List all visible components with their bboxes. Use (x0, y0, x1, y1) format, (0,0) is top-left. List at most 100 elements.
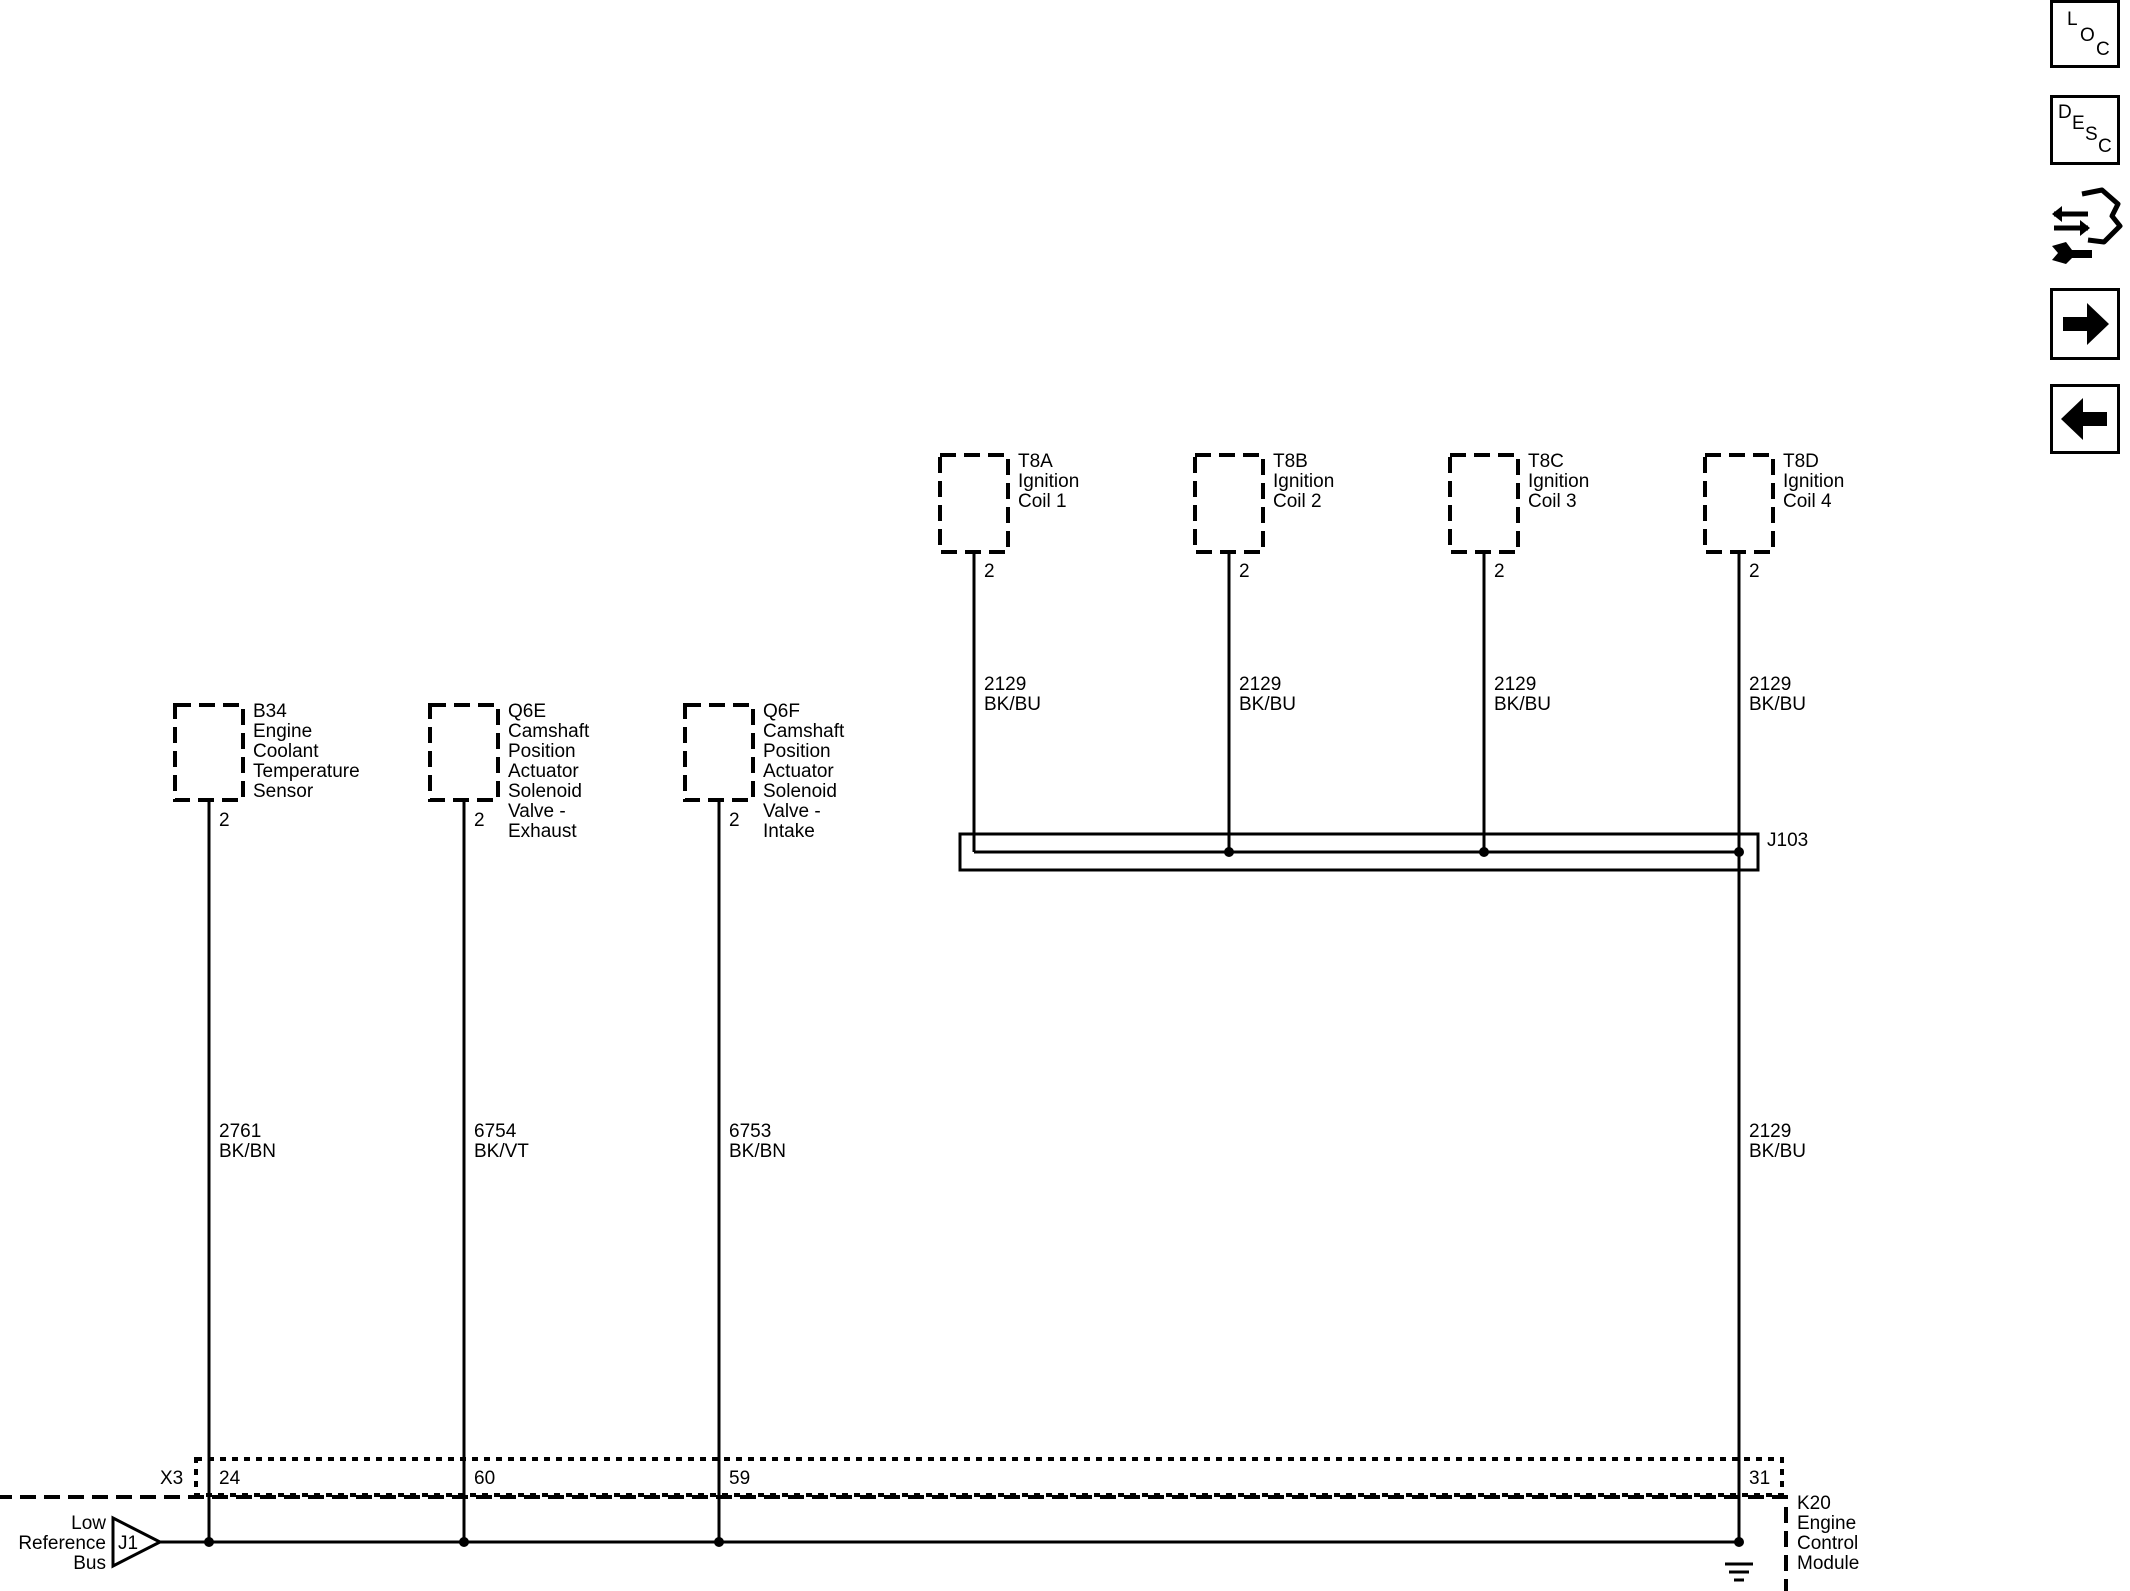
component-desc-line: Camshaft (508, 721, 590, 742)
splice-node (1734, 847, 1744, 857)
next-button[interactable] (2050, 288, 2120, 360)
ecm-desc-line: Control (1797, 1533, 1858, 1554)
coil-circuit: 2129 (1749, 674, 1791, 695)
component-ref: B34 (253, 701, 287, 722)
bus-ref: J1 (118, 1533, 138, 1554)
component-desc-line: Position (508, 741, 576, 762)
component-pin: 2 (729, 810, 740, 831)
svg-text:O: O (2080, 25, 2095, 46)
ecm-pin: 31 (1749, 1468, 1770, 1489)
coil-pin: 2 (1749, 561, 1760, 582)
loc-button[interactable]: L O C (2050, 0, 2120, 68)
main-wire-circuit: 2129 (1749, 1121, 1791, 1142)
desc-icon: D E S C (2058, 102, 2112, 157)
component-desc-line: Camshaft (763, 721, 845, 742)
ecm-k20[interactable]: K20 Engine Control Module (0, 1493, 1859, 1591)
loc-icon: L O C (2067, 9, 2110, 60)
svg-text:L: L (2067, 9, 2078, 30)
ecm-ref: K20 (1797, 1493, 1831, 1514)
component-desc-line: Valve - (763, 801, 821, 822)
component-desc-line: Temperature (253, 761, 360, 782)
component-desc-line: Sensor (253, 781, 314, 802)
component-ref: Q6F (763, 701, 800, 722)
coil-circuit: 2129 (1239, 674, 1281, 695)
component-wire-color: BK/BN (729, 1141, 786, 1162)
ecm-desc-line: Engine (1797, 1513, 1856, 1534)
component-wire-color: BK/VT (474, 1141, 529, 1162)
connector-ref: X3 (160, 1468, 183, 1489)
prev-button[interactable] (2050, 384, 2120, 454)
component-desc-line: Coolant (253, 741, 319, 762)
coil-t8b[interactable]: T8B Ignition Coil 2 2 2129 BK/BU (1193, 451, 1334, 715)
component-desc-line: Actuator (763, 761, 834, 782)
component-q6f[interactable]: Q6F Camshaft Position Actuator Solenoid … (683, 701, 845, 1489)
component-desc-line: Actuator (508, 761, 579, 782)
bus-label-line: Low (71, 1513, 106, 1534)
svg-text:C: C (2098, 136, 2112, 157)
connector-x3[interactable]: X3 31 (160, 1457, 1784, 1497)
connector-wrench-icon (2052, 187, 2123, 264)
coil-desc-line: Ignition (1528, 471, 1589, 492)
component-desc-line: Engine (253, 721, 312, 742)
bus-node (714, 1537, 724, 1547)
coil-pin: 2 (1239, 561, 1250, 582)
component-q6e[interactable]: Q6E Camshaft Position Actuator Solenoid … (428, 701, 590, 1489)
coil-desc-line: Coil 4 (1783, 491, 1832, 512)
coil-desc-line: Coil 1 (1018, 491, 1067, 512)
coil-ref: T8D (1783, 451, 1819, 472)
component-pin: 2 (219, 810, 230, 831)
arrow-left-icon (2061, 398, 2107, 440)
bus-label-line: Reference (18, 1533, 106, 1554)
coil-t8d[interactable]: T8D Ignition Coil 4 2 2129 BK/BU (1703, 451, 1844, 715)
coil-wire-color: BK/BU (984, 694, 1041, 715)
splice-j103[interactable]: J103 (958, 830, 1808, 872)
component-desc-line: Solenoid (763, 781, 837, 802)
coil-circuit: 2129 (984, 674, 1026, 695)
coil-t8a[interactable]: T8A Ignition Coil 1 2 2129 BK/BU (938, 451, 1079, 715)
coil-desc-line: Coil 2 (1273, 491, 1322, 512)
component-desc-line: Valve - (508, 801, 566, 822)
coil-desc-line: Ignition (1783, 471, 1844, 492)
coil-ref: T8C (1528, 451, 1564, 472)
coil-wire-color: BK/BU (1494, 694, 1551, 715)
component-b34[interactable]: B34 Engine Coolant Temperature Sensor 2 … (173, 701, 360, 1489)
svg-text:S: S (2085, 124, 2098, 145)
splice-node (1479, 847, 1489, 857)
coil-desc-line: Ignition (1018, 471, 1079, 492)
svg-text:C: C (2096, 39, 2110, 60)
ecm-pin: 24 (219, 1468, 241, 1489)
arrow-right-icon (2063, 303, 2109, 345)
svg-text:E: E (2072, 113, 2085, 134)
ground-symbol (1725, 1562, 1753, 1582)
bus-label-line: Bus (73, 1553, 106, 1574)
component-ref: Q6E (508, 701, 546, 722)
bus-node (204, 1537, 214, 1547)
ecm-pin: 59 (729, 1468, 750, 1489)
coil-circuit: 2129 (1494, 674, 1536, 695)
coil-wire-color: BK/BU (1239, 694, 1296, 715)
coil-t8c[interactable]: T8C Ignition Coil 3 2 2129 BK/BU (1448, 451, 1589, 715)
component-desc-line: Position (763, 741, 831, 762)
connector-button[interactable] (2048, 180, 2124, 266)
component-circuit: 6753 (729, 1121, 771, 1142)
main-wire-color: BK/BU (1749, 1141, 1806, 1162)
coil-pin: 2 (984, 561, 995, 582)
coil-wire-color: BK/BU (1749, 694, 1806, 715)
component-wire-color: BK/BN (219, 1141, 276, 1162)
bus-j1[interactable]: J1 Low Reference Bus (18, 1513, 164, 1574)
bus-node (1734, 1537, 1744, 1547)
component-circuit: 2761 (219, 1121, 261, 1142)
component-desc-line: Intake (763, 821, 815, 842)
coil-desc-line: Ignition (1273, 471, 1334, 492)
component-circuit: 6754 (474, 1121, 517, 1142)
svg-text:D: D (2058, 102, 2072, 123)
coil-ref: T8B (1273, 451, 1308, 472)
component-desc-line: Solenoid (508, 781, 582, 802)
component-desc-line: Exhaust (508, 821, 577, 842)
coil-ref: T8A (1018, 451, 1053, 472)
component-pin: 2 (474, 810, 485, 831)
splice-ref: J103 (1767, 830, 1808, 851)
desc-button[interactable]: D E S C (2050, 95, 2120, 165)
coil-pin: 2 (1494, 561, 1505, 582)
